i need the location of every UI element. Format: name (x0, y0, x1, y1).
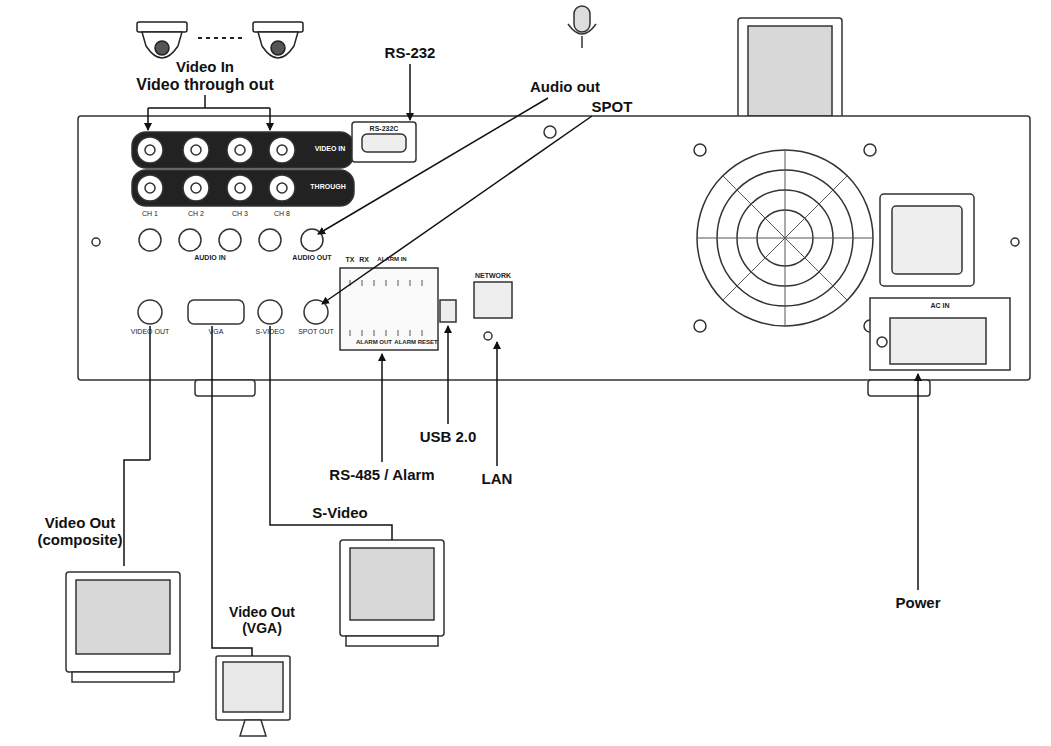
port-label: RS-232C (370, 125, 399, 133)
port-label: ALARM RESET (394, 339, 437, 346)
port-label: ALARM OUT (356, 339, 392, 346)
callout-label: RS-485 / Alarm (329, 466, 434, 483)
callout-label: Video In (176, 58, 234, 75)
port-label: THROUGH (310, 183, 345, 191)
callout-label: USB 2.0 (420, 428, 477, 445)
callout-label: Power (895, 594, 940, 611)
port-label: CH 3 (232, 210, 248, 218)
port-label: CH 2 (188, 210, 204, 218)
callout-label: RS-232 (385, 44, 436, 61)
callout-label: LAN (482, 470, 513, 487)
port-label: CH 8 (274, 210, 290, 218)
callout-label: Audio out (530, 78, 600, 95)
port-label: S-VIDEO (256, 328, 285, 336)
port-label: AUDIO IN (194, 254, 226, 262)
port-label: SPOT OUT (298, 328, 334, 336)
callout-label: SPOT (592, 98, 633, 115)
port-label: VGA (209, 328, 224, 336)
callout-label: Video Out (composite) (25, 514, 135, 549)
callout-label: Video through out (136, 76, 273, 94)
port-label: CH 1 (142, 210, 158, 218)
port-label: RX (359, 256, 369, 264)
port-label: TX (346, 256, 355, 264)
callout-label: S-Video (312, 504, 368, 521)
port-label: VIDEO OUT (131, 328, 170, 336)
port-label: NETWORK (475, 272, 511, 280)
port-label: AC IN (930, 302, 949, 310)
port-label: AUDIO OUT (292, 254, 331, 262)
callout-label: Video Out (VGA) (220, 604, 304, 636)
port-label: VIDEO IN (315, 145, 346, 153)
port-label: ALARM IN (377, 256, 406, 263)
